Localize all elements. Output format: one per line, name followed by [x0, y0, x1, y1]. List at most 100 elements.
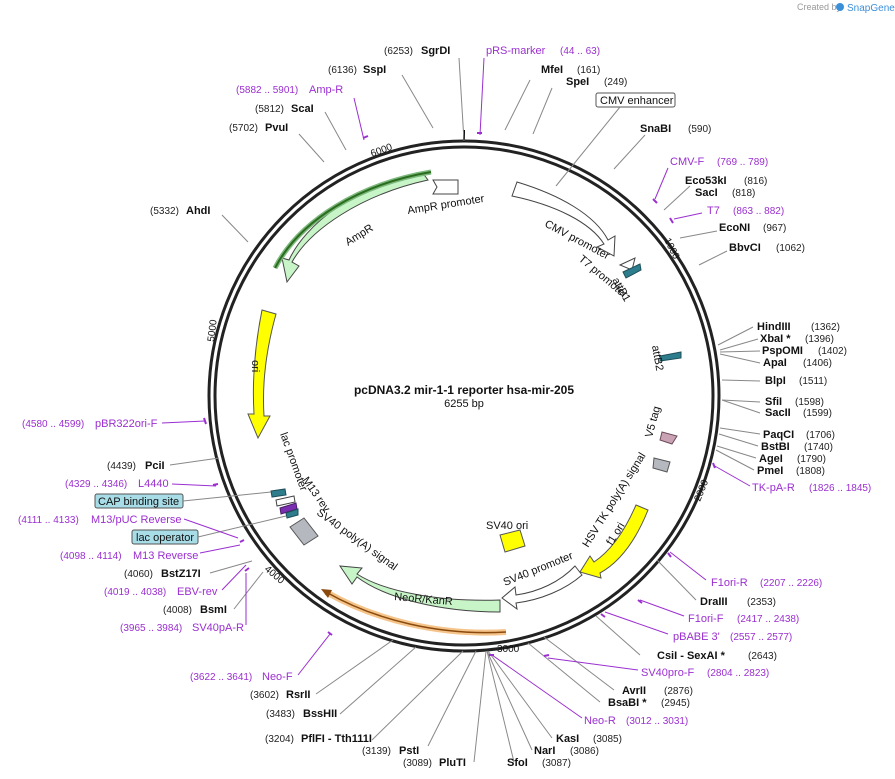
- sfii-leader: [721, 399, 761, 403]
- primer-range-pbr322ori-f: (4580 .. 4599): [22, 419, 84, 430]
- enzyme-pos-nari: (3086): [570, 746, 599, 757]
- primer-range-m13-puc-reverse: (4111 .. 4133): [18, 515, 79, 526]
- amp-r-leader: [353, 97, 365, 141]
- bbvci-leader: [698, 250, 728, 266]
- primer-name-m13-puc-reverse: M13/pUC Reverse: [91, 514, 181, 526]
- enzyme-name-bsshii: BssHII: [303, 708, 337, 720]
- t7-leader: [673, 212, 703, 220]
- primer-range-m13-reverse: (4098 .. 4114): [60, 551, 122, 562]
- enzyme-pos-blpi: (1511): [799, 376, 827, 387]
- neor-kanr-arrow: [339, 565, 501, 613]
- primer-name-neo-r: Neo-R: [584, 715, 616, 727]
- ampr-highlight: [272, 169, 432, 270]
- primer-range-ebv-rev: (4019 .. 4038): [104, 587, 166, 598]
- enzyme-name-mfei: MfeI: [541, 64, 563, 76]
- sacii-leader: [721, 399, 761, 414]
- primer-name-l4440: L4440: [138, 478, 169, 490]
- sv40-ori-label: SV40 ori: [486, 520, 528, 532]
- attb1-block: [622, 263, 642, 279]
- sac-leader: [663, 185, 691, 211]
- primer-name-pbr322ori-f: pBR322ori-F: [95, 418, 158, 430]
- tick-2000: 2000: [693, 478, 712, 503]
- snapgene-logo-icon: [836, 3, 844, 11]
- primer-name-m13-reverse: M13 Reverse: [133, 550, 198, 562]
- spei-leader: [532, 87, 553, 135]
- primer-range-amp-r: (5882 .. 5901): [236, 85, 298, 96]
- neor-kanr-label: NeoR/KanR: [394, 591, 454, 608]
- cmv-f-mark: [652, 198, 658, 204]
- snabi-leader: [613, 134, 646, 170]
- primer-range-cmv-f: (769 .. 789): [717, 157, 768, 168]
- primer-name-prs-marker: pRS-marker: [486, 45, 546, 57]
- ori-label: ori: [249, 360, 261, 372]
- enzyme-name-pflfi-tth111i: PflFI - Tth111I: [301, 733, 372, 745]
- bstbi-leader: [718, 433, 759, 447]
- lac-operator-leader: [197, 515, 287, 538]
- rsrii-leader: [315, 639, 394, 695]
- enzyme-name-bbvci: BbvCI: [729, 242, 761, 254]
- pbr322ori-f-mark: [203, 417, 207, 425]
- m13-reverse-leader: [199, 544, 241, 554]
- m13-puc-reverse-leader: [183, 518, 239, 539]
- enzyme-pos-pspomi: (1402): [818, 346, 847, 357]
- t7-mark: [669, 217, 674, 224]
- t7-promoter-arrow: [618, 257, 636, 271]
- enzyme-pos-sfii: (1598): [795, 397, 824, 408]
- enzyme-pos-pcii: (4439): [107, 461, 136, 472]
- enzyme-pos-hindiii: (1362): [811, 322, 840, 333]
- prs-marker-leader: [479, 57, 485, 136]
- tick-3000: 3000: [497, 644, 520, 655]
- pvui-leader: [298, 133, 325, 163]
- enzyme-pos-bsmi: (4008): [163, 605, 192, 616]
- mfei-leader: [504, 79, 531, 131]
- enzyme-name-bsabi: BsaBI *: [608, 697, 647, 709]
- enzyme-pos-sgrdi: (6253): [384, 46, 413, 57]
- enzyme-name-bstbi: BstBI: [761, 441, 790, 453]
- plasmid-length: 6255 bp: [444, 398, 484, 410]
- agei-leader: [716, 445, 757, 459]
- primer-range-neo-f: (3622 .. 3641): [190, 672, 252, 683]
- neo-f-mark: [327, 631, 333, 636]
- paqci-leader: [719, 427, 761, 435]
- enzyme-pos-snabi: (590): [688, 124, 711, 135]
- f1ori-f-mark: [637, 599, 643, 604]
- enzyme-name-paqci: PaqCI: [763, 429, 794, 441]
- sv40pro-f-mark: [543, 654, 550, 657]
- enzyme-pos-eco53ki: (816): [744, 176, 767, 187]
- primer-name-neo-f: Neo-F: [262, 671, 293, 683]
- enzyme-pos-rsrii: (3602): [250, 690, 279, 701]
- enzyme-name-draiii: DraIII: [700, 596, 728, 608]
- apai-leader: [719, 353, 761, 364]
- sv40-polya-label: SV40 poly(A) signal: [314, 507, 399, 573]
- primer-range-prs-marker: (44 .. 63): [560, 46, 600, 57]
- enzyme-pos-avrii: (2876): [664, 686, 693, 697]
- scai-leader: [324, 111, 347, 151]
- enzyme-pos-bstbi: (1740): [804, 442, 833, 453]
- enzyme-name-sspi: SspI: [363, 64, 386, 76]
- primer-range-tk-pa-r: (1826 .. 1845): [809, 483, 871, 494]
- enzyme-name-pspomi: PspOMI: [762, 345, 803, 357]
- enzyme-name-blpi: BlpI: [765, 375, 786, 387]
- primer-name-amp-r: Amp-R: [309, 84, 343, 96]
- cmv-enhancer-box: [595, 92, 676, 108]
- enzyme-labels: (6253) SgrDI (6136) SspI (5812) ScaI (57…: [107, 45, 847, 769]
- pbabe-leader: [604, 611, 669, 635]
- pflfi-leader: [371, 650, 464, 741]
- f1ori-f-leader: [639, 599, 685, 617]
- enzyme-name-pvui: PvuI: [265, 122, 288, 134]
- primer-range-l4440: (4329 .. 4346): [65, 479, 127, 490]
- f1ori-r-leader: [669, 551, 707, 581]
- primer-name-sv40pa-r: SV40pA-R: [192, 622, 244, 634]
- primer-labels: pRS-marker (44 .. 63) (5882 .. 5901) Amp…: [18, 45, 871, 727]
- enzyme-name-kasi: KasI: [556, 733, 579, 745]
- ori-arrow: [247, 309, 277, 440]
- tick-5000: 5000: [206, 319, 220, 343]
- enzyme-pos-paqci: (1706): [806, 430, 835, 441]
- pbabe-mark: [600, 613, 606, 618]
- primer-range-sv40pa-r: (3965 .. 3984): [120, 623, 182, 634]
- cap-binding-site-label: CAP binding site: [98, 496, 179, 508]
- enzyme-pos-saci: (818): [732, 188, 755, 199]
- enzyme-pos-econi: (967): [763, 223, 786, 234]
- enzyme-pos-mfei: (161): [577, 65, 600, 76]
- lac-operator-block: [285, 508, 299, 519]
